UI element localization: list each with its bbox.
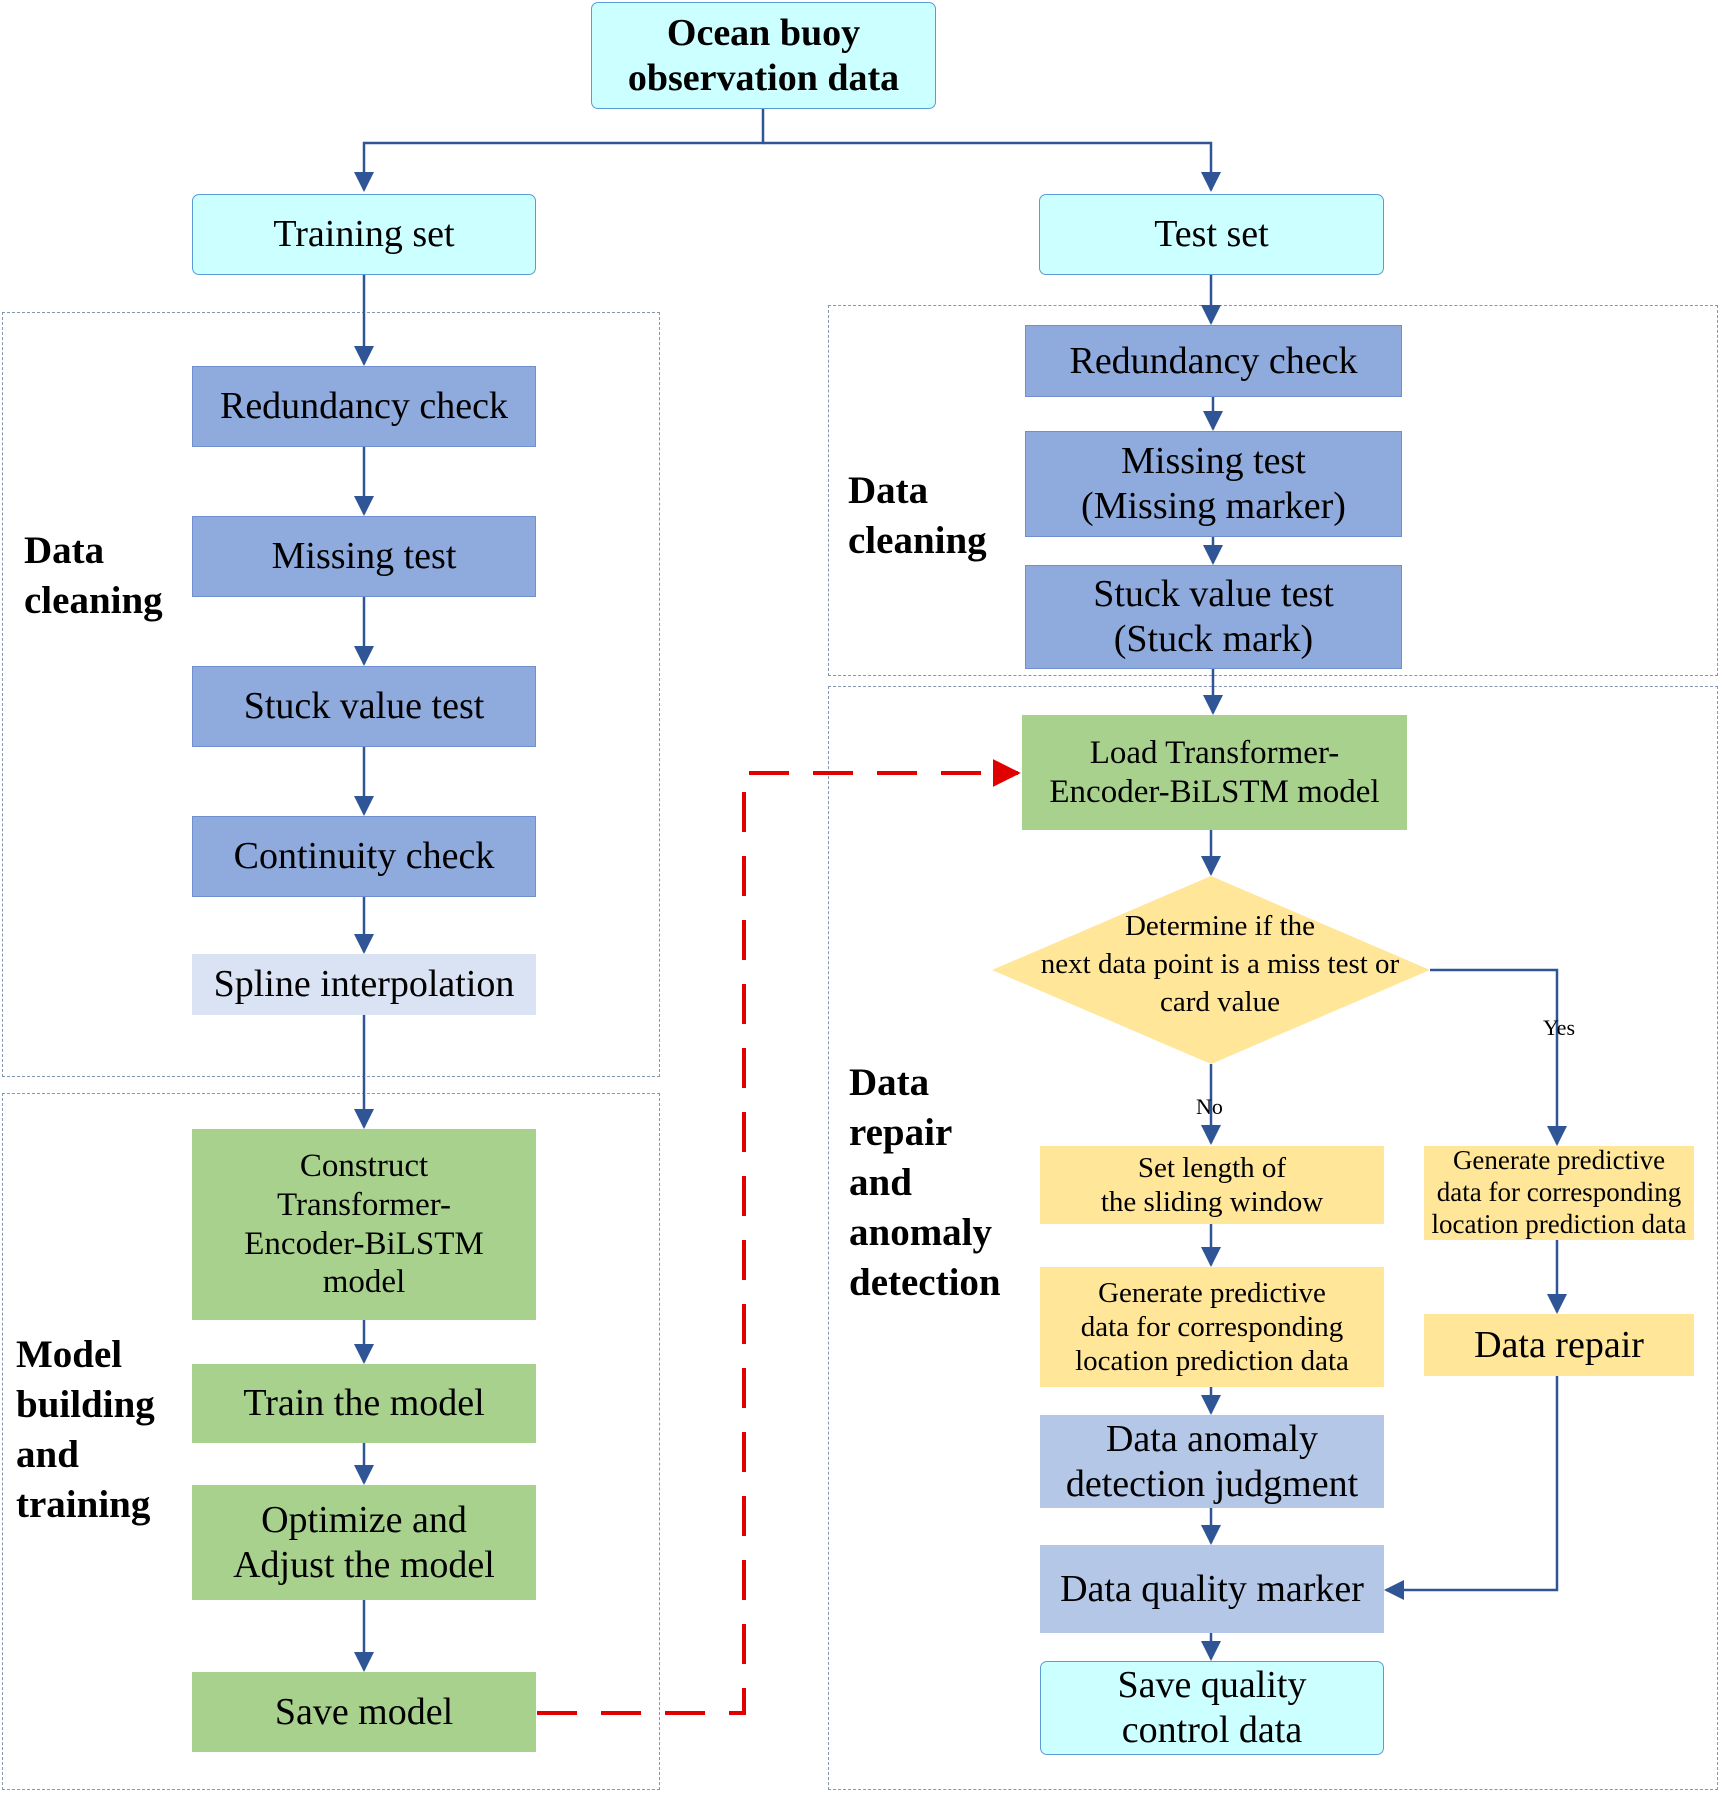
decision-diamond <box>992 876 1430 1064</box>
generate-predictive-left-box: Generate predictive data for correspondi… <box>1040 1267 1384 1387</box>
training-cleaning-region <box>2 312 660 1077</box>
anomaly-detection-box: Data anomaly detection judgment <box>1040 1415 1384 1508</box>
yes-label: Yes <box>1543 1015 1576 1040</box>
training-stuck-value-test: Stuck value test <box>192 666 536 747</box>
model-building-label: Model building and training <box>16 1333 155 1526</box>
test-stuck-value-test: Stuck value test (Stuck mark) <box>1025 565 1402 669</box>
arrow-repair-to-quality <box>1384 1376 1559 1600</box>
decision-text: Determine if the next data point is a mi… <box>1040 910 1400 1018</box>
test-set-box: Test set <box>1039 194 1384 275</box>
save-model-box: Save model <box>192 1672 536 1752</box>
load-model-box: Load Transformer- Encoder-BiLSTM model <box>1022 715 1407 830</box>
arrow-top-to-training <box>354 108 765 192</box>
test-missing-test: Missing test (Missing marker) <box>1025 431 1402 537</box>
training-spline-interpolation: Spline interpolation <box>192 954 536 1015</box>
sliding-window-box: Set length of the sliding window <box>1040 1146 1384 1224</box>
save-quality-data-box: Save quality control data <box>1040 1661 1384 1755</box>
training-missing-test: Missing test <box>192 516 536 597</box>
training-model-region <box>2 1093 660 1790</box>
generate-predictive-right-box: Generate predictive data for correspondi… <box>1424 1145 1694 1240</box>
test-repair-region <box>828 686 1718 1790</box>
dashed-arrow-save-to-load <box>537 759 1021 1715</box>
test-redundancy-check: Redundancy check <box>1025 325 1402 397</box>
train-model-box: Train the model <box>192 1364 536 1443</box>
construct-model-box: Construct Transformer- Encoder-BiLSTM mo… <box>192 1129 536 1320</box>
arrow-top-to-test <box>763 141 1221 192</box>
test-cleaning-region <box>828 305 1718 676</box>
quality-marker-box: Data quality marker <box>1040 1545 1384 1633</box>
data-repair-box: Data repair <box>1424 1314 1694 1376</box>
training-continuity-check: Continuity check <box>192 816 536 897</box>
training-redundancy-check: Redundancy check <box>192 366 536 447</box>
training-set-box: Training set <box>192 194 536 275</box>
no-label: No <box>1196 1094 1223 1119</box>
training-cleaning-label: Data cleaning <box>24 529 163 622</box>
repair-detection-label: Data repair and anomaly detection <box>849 1061 1001 1304</box>
optimize-model-box: Optimize and Adjust the model <box>192 1485 536 1600</box>
test-cleaning-label: Data cleaning <box>848 469 987 562</box>
ocean-buoy-data-box: Ocean buoy observation data <box>591 2 936 109</box>
arrow-decision-yes <box>1430 968 1567 1146</box>
